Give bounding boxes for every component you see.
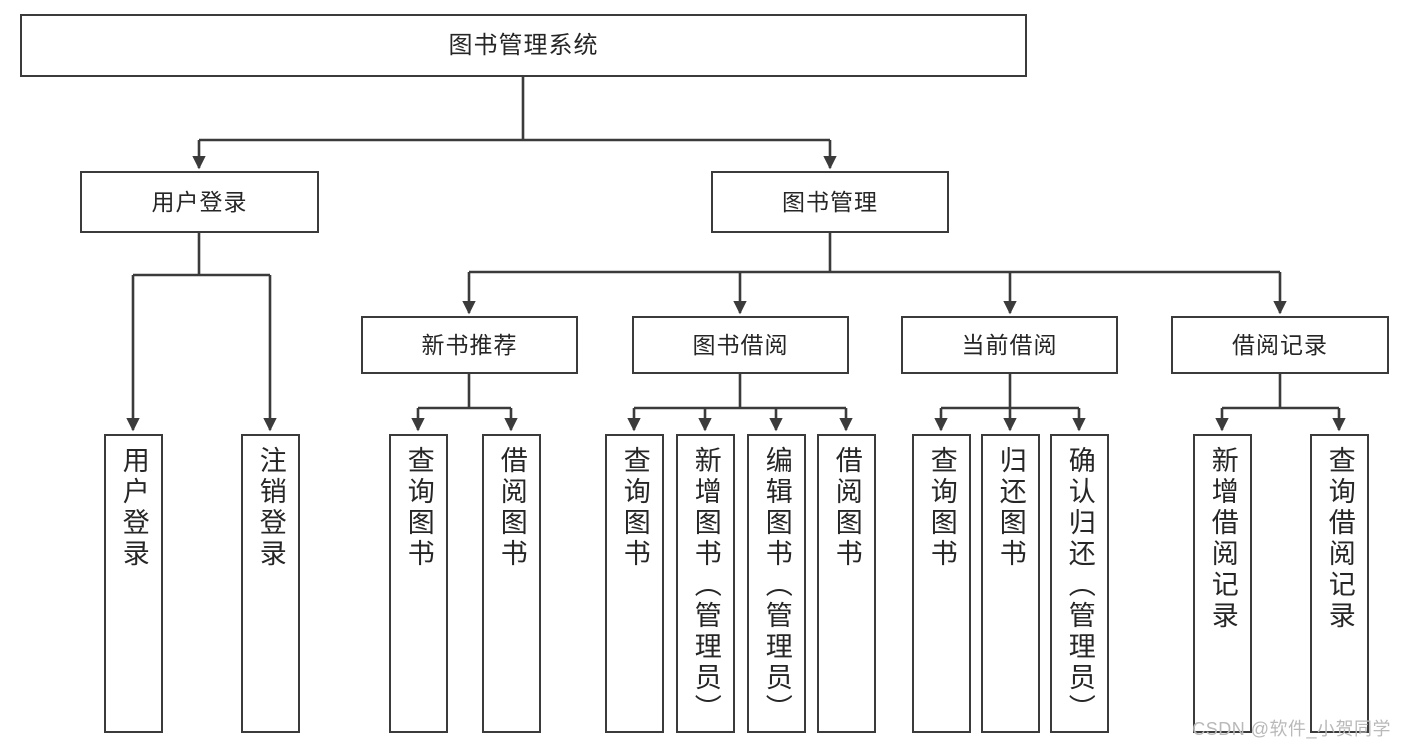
node-label: 确认归还（管理员） — [1064, 446, 1095, 725]
node-label: 注销登录 — [255, 446, 286, 570]
leaf-add-book-admin[interactable]: 新增图书（管理员） — [676, 434, 735, 733]
node-user-login[interactable]: 用户登录 — [80, 171, 319, 233]
leaf-edit-book-admin[interactable]: 编辑图书（管理员） — [747, 434, 806, 733]
leaf-query-borrow-record[interactable]: 查询借阅记录 — [1310, 434, 1369, 733]
node-label: 图书借阅 — [692, 331, 789, 358]
node-book-borrow[interactable]: 图书借阅 — [632, 316, 849, 374]
node-label: 借阅图书 — [831, 446, 862, 570]
node-label: 新增图书（管理员） — [690, 446, 721, 725]
node-label: 新增借阅记录 — [1207, 446, 1238, 632]
leaf-user-login[interactable]: 用户登录 — [104, 434, 163, 733]
leaf-query-book-recommend[interactable]: 查询图书 — [389, 434, 448, 733]
leaf-borrow-book[interactable]: 借阅图书 — [817, 434, 876, 733]
node-label: 用户登录 — [118, 446, 149, 570]
leaf-query-book-current[interactable]: 查询图书 — [912, 434, 971, 733]
node-label: 查询借阅记录 — [1324, 446, 1355, 632]
node-new-book-recommend[interactable]: 新书推荐 — [361, 316, 578, 374]
node-label: 借阅图书 — [496, 446, 527, 570]
node-label: 查询图书 — [619, 446, 650, 570]
leaf-add-borrow-record[interactable]: 新增借阅记录 — [1193, 434, 1252, 733]
node-label: 编辑图书（管理员） — [761, 446, 792, 725]
leaf-query-book-borrow[interactable]: 查询图书 — [605, 434, 664, 733]
node-label: 查询图书 — [403, 446, 434, 570]
node-borrow-records[interactable]: 借阅记录 — [1171, 316, 1389, 374]
node-root-system[interactable]: 图书管理系统 — [20, 14, 1027, 77]
node-label: 图书管理 — [782, 188, 878, 215]
node-label: 用户登录 — [151, 188, 248, 215]
node-label: 借阅记录 — [1232, 331, 1328, 358]
node-label: 图书管理系统 — [448, 31, 599, 59]
leaf-borrow-book-recommend[interactable]: 借阅图书 — [482, 434, 541, 733]
node-label: 当前借阅 — [961, 331, 1058, 358]
node-label: 归还图书 — [995, 446, 1026, 570]
node-book-management[interactable]: 图书管理 — [711, 171, 949, 233]
node-current-borrow[interactable]: 当前借阅 — [901, 316, 1118, 374]
leaf-return-book[interactable]: 归还图书 — [981, 434, 1040, 733]
node-label: 查询图书 — [926, 446, 957, 570]
leaf-confirm-return-admin[interactable]: 确认归还（管理员） — [1050, 434, 1109, 733]
node-label: 新书推荐 — [421, 331, 518, 358]
leaf-logout[interactable]: 注销登录 — [241, 434, 300, 733]
watermark-text: CSDN @软件_小贺同学 — [1192, 719, 1391, 739]
